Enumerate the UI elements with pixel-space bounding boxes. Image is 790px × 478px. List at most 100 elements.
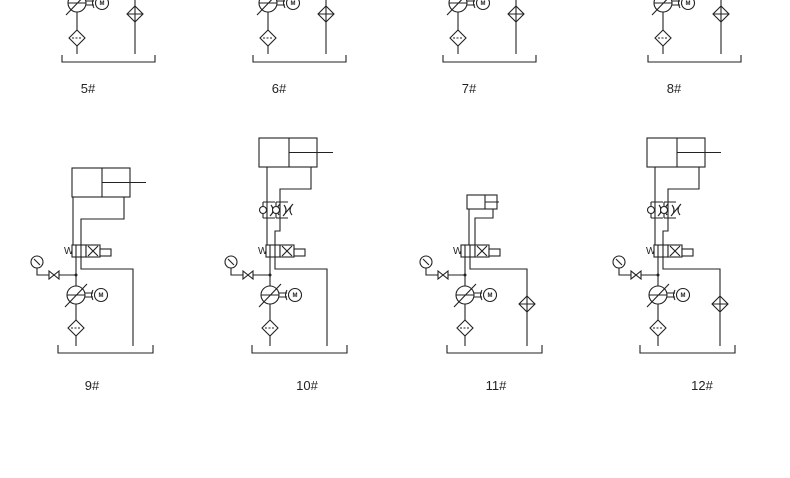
solenoid-icon <box>488 248 501 257</box>
filter-icon <box>67 319 85 337</box>
pump-icon <box>256 0 286 16</box>
motor-icon: M <box>285 0 301 11</box>
tank-icon <box>252 55 347 63</box>
motor-icon: M <box>93 287 109 303</box>
tank-icon <box>647 55 742 63</box>
directional-valve-icon: W <box>646 244 694 258</box>
diagram-12: W M 12# <box>612 137 736 393</box>
filter-icon <box>261 319 279 337</box>
diagram-label: 12# <box>691 378 713 393</box>
pump-icon <box>65 0 95 16</box>
pump-icon <box>446 0 476 16</box>
diagram-8: M 8# <box>647 0 742 96</box>
svg-text:M: M <box>686 1 691 7</box>
filter-icon <box>259 29 277 47</box>
svg-text:M: M <box>488 293 493 299</box>
pump-icon <box>453 283 483 308</box>
svg-text:M: M <box>481 1 486 7</box>
solenoid-icon <box>293 248 306 257</box>
motor-icon: M <box>287 287 303 303</box>
tank-icon <box>61 55 156 63</box>
tank-icon <box>251 345 348 354</box>
motor-icon: M <box>675 287 691 303</box>
return-filter-icon <box>507 5 525 23</box>
diagram-label: 9# <box>85 378 100 393</box>
filter-icon <box>649 319 667 337</box>
junction-dot <box>268 273 272 277</box>
cylinder-icon <box>258 137 333 168</box>
filter-icon <box>456 319 474 337</box>
svg-text:M: M <box>99 293 104 299</box>
gauge-valve-icon <box>437 269 449 281</box>
directional-valve-icon: W <box>258 244 306 258</box>
diagram-label: 11# <box>486 378 507 393</box>
diagram-6: M 6# <box>252 0 347 96</box>
line-b <box>662 167 700 245</box>
return-filter-icon <box>126 5 144 23</box>
return-line <box>662 257 721 346</box>
directional-valve-icon: W <box>64 244 112 258</box>
spring-icon: W <box>646 246 656 257</box>
spring-icon: W <box>64 246 74 257</box>
pressure-gauge-icon <box>30 255 76 276</box>
gauge-valve-icon <box>630 269 642 281</box>
diagram-10: W M 10# <box>224 137 348 393</box>
motor-icon: M <box>94 0 110 11</box>
svg-text:M: M <box>291 1 296 7</box>
cylinder-icon <box>466 194 499 210</box>
return-line <box>80 257 134 346</box>
diagram-5: M 5# <box>61 0 156 96</box>
pump-icon <box>258 283 288 308</box>
return-filter-icon <box>518 295 536 313</box>
solenoid-icon <box>681 248 694 257</box>
diagram-9: W M 9# <box>30 167 154 393</box>
diagram-label: 5# <box>81 81 96 96</box>
diagram-label: 7# <box>462 81 477 96</box>
diagram-label: 6# <box>272 81 287 96</box>
filter-icon <box>654 29 672 47</box>
diagram-7: M 7# <box>442 0 537 96</box>
motor-icon: M <box>680 0 696 11</box>
return-filter-icon <box>711 295 729 313</box>
solenoid-icon <box>99 248 112 257</box>
check-throttle-valve-icon <box>271 201 294 219</box>
check-throttle-valve-icon <box>258 201 281 219</box>
gauge-valve-icon <box>48 269 60 281</box>
filter-icon <box>68 29 86 47</box>
svg-text:M: M <box>100 1 105 7</box>
tank-icon <box>442 55 537 63</box>
diagram-label: 8# <box>667 81 682 96</box>
directional-valve-icon: W <box>453 244 501 258</box>
gauge-valve-icon <box>242 269 254 281</box>
pressure-gauge-icon <box>612 255 658 276</box>
motor-icon: M <box>482 287 498 303</box>
tank-icon <box>639 345 736 354</box>
spring-icon: W <box>258 246 268 257</box>
tank-icon <box>57 345 154 354</box>
check-throttle-valve-icon <box>659 201 682 219</box>
return-filter-icon <box>712 5 730 23</box>
motor-icon: M <box>475 0 491 11</box>
pressure-gauge-icon <box>224 255 270 276</box>
line-b <box>80 197 125 245</box>
pressure-gauge-icon <box>419 255 465 276</box>
junction-dot <box>463 273 467 277</box>
junction-dot <box>74 273 78 277</box>
pump-icon <box>64 283 94 308</box>
filter-icon <box>449 29 467 47</box>
line-b <box>274 167 312 245</box>
cylinder-icon <box>646 137 721 168</box>
tank-icon <box>446 345 543 354</box>
cylinder-icon <box>71 167 146 198</box>
diagram-label: 10# <box>296 378 318 393</box>
svg-text:M: M <box>293 293 298 299</box>
diagram-11: W M 11# <box>419 194 543 393</box>
junction-dot <box>656 273 660 277</box>
svg-text:M: M <box>681 293 686 299</box>
return-line <box>274 257 328 346</box>
pump-icon <box>646 283 676 308</box>
cylinder-lines <box>468 209 494 245</box>
return-filter-icon <box>317 5 335 23</box>
spring-icon: W <box>453 246 463 257</box>
